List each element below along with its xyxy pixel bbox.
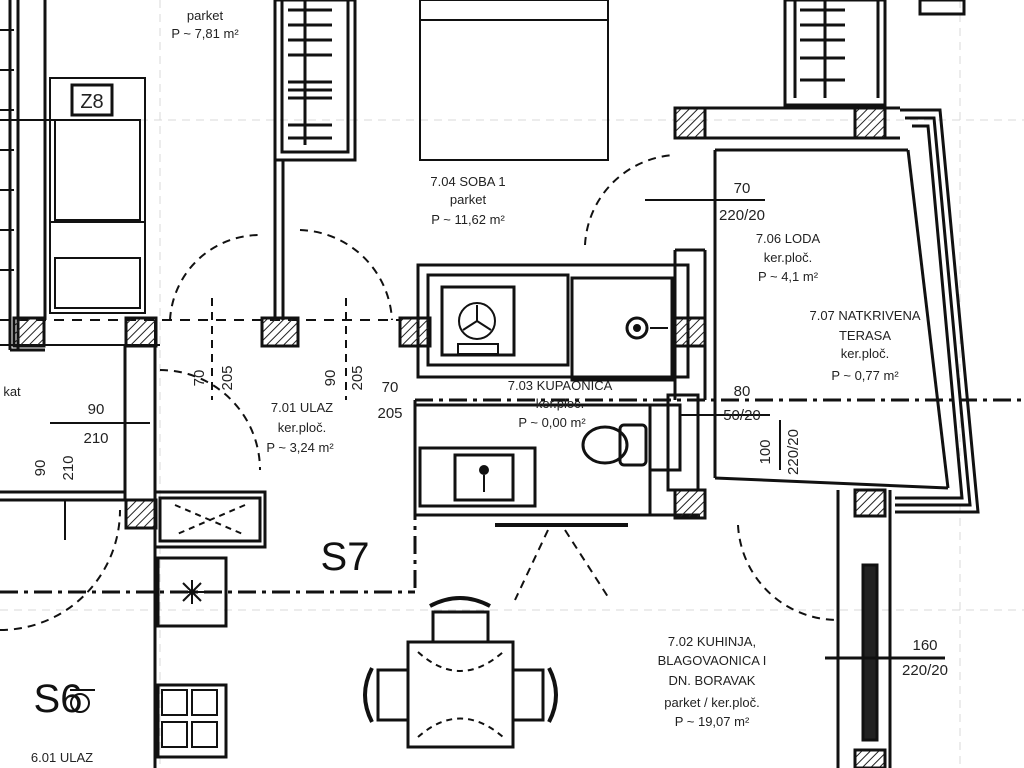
hall-marks	[161, 504, 246, 748]
door-lines	[50, 199, 781, 540]
wall-row-mid	[0, 319, 400, 346]
dim-d3-bot: 205	[219, 365, 236, 390]
dim-d2-bot: 210	[83, 430, 108, 447]
room-kuhinja-name3: DN. BORAVAK	[669, 673, 756, 688]
room-kuhinja-area: P ~ 19,07 m²	[675, 714, 750, 729]
dim-d9-top: 160	[912, 637, 937, 654]
columns	[12, 106, 887, 768]
dim-d1-top: 70	[734, 180, 751, 197]
shower-drain	[625, 316, 668, 340]
wall-left	[8, 0, 47, 352]
dim-d6-bot: 210	[60, 455, 77, 480]
sink	[479, 465, 489, 492]
room-terasa-name2: TERASA	[839, 328, 891, 343]
left-edge-label: kat	[3, 384, 21, 399]
room-kupaonica-area: P ~ 0,00 m²	[518, 415, 586, 430]
hall-walls	[0, 345, 267, 768]
dim-d5-top: 70	[382, 379, 399, 396]
room-lodja-finish: ker.ploč.	[764, 250, 812, 265]
wall-top-right	[783, 0, 966, 107]
room-top-left-area: P ~ 7,81 m²	[171, 26, 239, 41]
room-kupaonica-name: 7.03 KUPAONICA	[508, 378, 613, 393]
room-terasa-area: P ~ 0,77 m²	[831, 368, 899, 383]
dim-d3-top: 70	[191, 370, 208, 387]
wall-center-left	[273, 0, 357, 320]
dining-table	[363, 596, 558, 749]
dim-d7-bot: 50/20	[723, 407, 761, 424]
unit-label-s7: S7	[321, 535, 370, 579]
dim-d8-bot: 220/20	[785, 429, 802, 475]
room-soba1-finish: parket	[450, 192, 487, 207]
unit-label-s6: S6	[34, 677, 83, 721]
dim-d8-top: 100	[757, 439, 774, 464]
radiator-right	[800, 0, 845, 98]
dim-d4-bot: 205	[349, 365, 366, 390]
room-lodja-area: P ~ 4,1 m²	[758, 269, 819, 284]
room-terasa-finish: ker.ploč.	[841, 346, 889, 361]
dimension-labels: 70 220/20 90 210 70 205 90 205 70 205 90…	[32, 180, 948, 679]
dim-d4-top: 90	[322, 370, 339, 387]
wardrobe-z8	[0, 77, 146, 314]
room-soba1-name: 7.04 SOBA 1	[430, 174, 505, 189]
dim-d2-top: 90	[88, 401, 105, 418]
room-labels: parket P ~ 7,81 m² 7.04 SOBA 1 parket P …	[3, 8, 921, 765]
toilet	[581, 423, 648, 467]
room-ulaz-area: P ~ 3,24 m²	[266, 440, 334, 455]
room-ulaz-name: 7.01 ULAZ	[271, 400, 333, 415]
dim-d9-bot: 220/20	[902, 662, 948, 679]
wardrobe-label-z8: Z8	[80, 91, 103, 113]
dim-d1-bot: 220/20	[719, 207, 765, 224]
radiator-left	[288, 0, 332, 145]
room-soba1-area: P ~ 11,62 m²	[431, 212, 505, 227]
bed	[419, 0, 609, 161]
room-ulaz-s6-name: 6.01 ULAZ	[31, 750, 93, 765]
terrace-walls	[690, 106, 980, 514]
room-kuhinja-name: 7.02 KUHINJA,	[668, 634, 756, 649]
room-kupaonica-finish: ker.ploč.	[536, 396, 584, 411]
dim-d7-top: 80	[734, 383, 751, 400]
washing-machine-symbol	[457, 302, 499, 355]
room-terasa-name: 7.07 NATKRIVENA	[809, 308, 920, 323]
room-ulaz-finish: ker.ploč.	[278, 420, 326, 435]
room-lodja-name: 7.06 LODA	[756, 231, 821, 246]
dim-d5-bot: 205	[377, 405, 402, 422]
s6-symbol	[70, 689, 95, 713]
dim-d6-top: 90	[32, 460, 49, 477]
room-top-left-finish: parket	[187, 8, 224, 23]
room-kuhinja-name2: BLAGOVAONICA I	[658, 653, 767, 668]
room-kuhinja-finish: parket / ker.ploč.	[664, 695, 759, 710]
door-swings	[0, 154, 839, 631]
left-window-ticks	[0, 29, 14, 271]
window-right	[825, 490, 945, 768]
